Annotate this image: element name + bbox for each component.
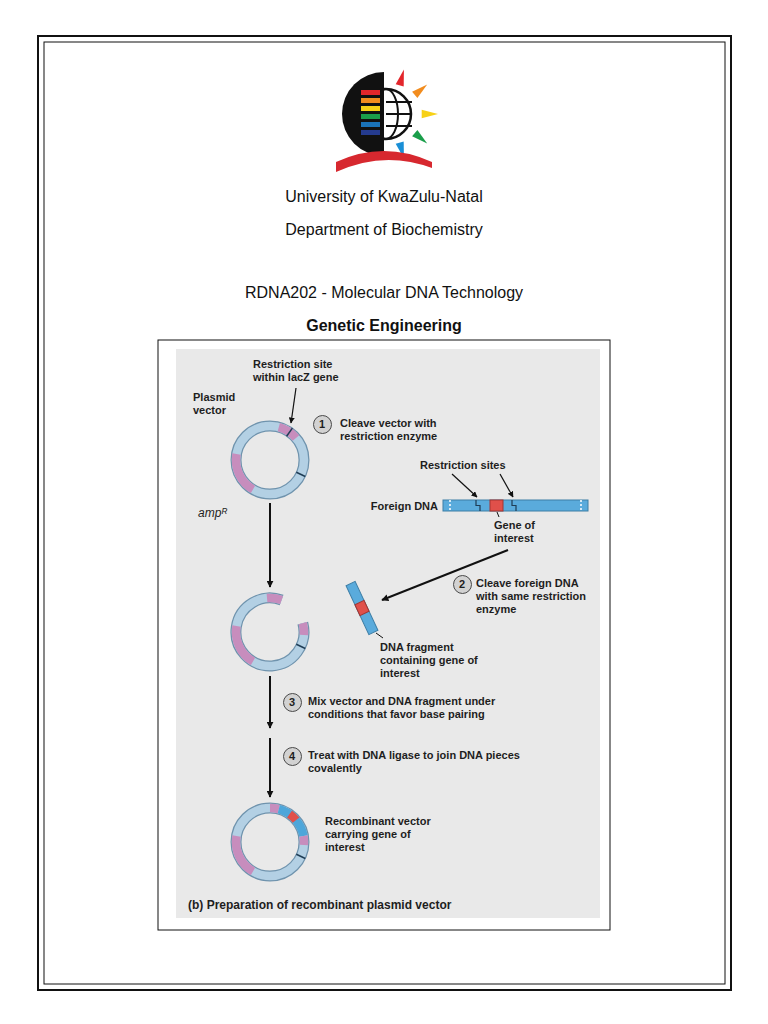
amp-resistance-segment: [236, 454, 253, 489]
leader-arrow: [452, 474, 477, 497]
logo-globe: [384, 89, 412, 139]
part-label: Recombinant vector carrying gene of inte…: [325, 815, 449, 854]
callout-number: 3: [289, 697, 295, 708]
lacz-segment: [299, 836, 308, 845]
globe-parallel: [386, 125, 412, 127]
plasmid-ring-outline: [236, 808, 304, 876]
logo-ray: [422, 110, 438, 118]
fragment-gene: [355, 600, 369, 615]
globe-outline: [384, 89, 411, 139]
insert-segment: [279, 809, 304, 836]
university-logo: [336, 70, 438, 172]
logo-stripe: [361, 98, 380, 103]
leader-line: [497, 512, 499, 517]
gene-segment: [490, 500, 503, 511]
callout-number: 4: [289, 751, 295, 762]
step-number-circle: 4: [283, 747, 302, 766]
dna-break: [580, 500, 582, 511]
figure-caption: (b) Preparation of recombinant plasmid v…: [188, 898, 588, 912]
leader-arrow: [291, 388, 296, 423]
lacz-segment: [267, 598, 282, 600]
ring-tick: [296, 644, 305, 648]
lacz-segment: [279, 427, 296, 438]
logo-half-disc: [342, 72, 384, 156]
step-text: Treat with DNA ligase to join DNA pieces…: [308, 749, 538, 775]
part-label: DNA fragment containing gene of interest: [380, 641, 488, 680]
logo-ray: [412, 84, 427, 98]
part-label: Foreign DNA: [358, 500, 438, 513]
department-name: Department of Biochemistry: [0, 220, 768, 240]
callout-number: 1: [319, 419, 325, 430]
logo-stripe: [361, 130, 380, 135]
logo-stripe: [361, 122, 380, 127]
process-arrow: [269, 676, 271, 728]
dna-band: [443, 500, 588, 511]
fragment-band: [346, 581, 378, 634]
outer-border: [38, 36, 731, 990]
logo-ribbon: [336, 151, 432, 172]
document-title: Genetic Engineering: [0, 316, 768, 336]
plasmid-ring-outline: [236, 598, 304, 666]
restriction-site-mark: [287, 428, 293, 436]
step-text: Cleave foreign DNA with same restriction…: [476, 577, 590, 616]
figure-frame: [158, 340, 610, 930]
step-text: Cleave vector with restriction enzyme: [340, 417, 462, 443]
foreign-dna: [443, 500, 588, 511]
leader-arrow: [500, 474, 513, 497]
recombinant-plasmid: [236, 808, 305, 876]
globe-parallel: [386, 113, 412, 115]
restriction-site-mark: [476, 500, 480, 511]
logo-stripe: [361, 106, 380, 111]
logo-stripe: [361, 114, 380, 119]
university-name: University of KwaZulu-Natal: [0, 187, 768, 207]
plasmid-ring-outline: [236, 426, 304, 494]
gene-label: ampᴿ: [198, 506, 242, 520]
dna-fragment: [346, 581, 378, 634]
step-text: Mix vector and DNA fragment under condit…: [308, 695, 538, 721]
ring-tick: [296, 472, 305, 476]
plasmid-ring: [236, 598, 304, 666]
inner-border: [44, 42, 725, 984]
figure-panel: [176, 349, 600, 918]
step-number-circle: 1: [313, 415, 332, 434]
plasmid-ring: [236, 808, 304, 876]
cut-plasmid: [236, 598, 305, 666]
process-arrow: [269, 738, 271, 797]
amp-resistance-segment: [236, 626, 253, 661]
part-label: Gene of interest: [494, 519, 548, 545]
plasmid-ring: [236, 426, 304, 494]
logo-ray: [412, 130, 427, 144]
page-border: [38, 36, 731, 990]
step-number-circle: 2: [453, 575, 472, 594]
callout-number: 2: [459, 579, 465, 590]
lacz-segment: [303, 623, 304, 635]
part-label: Restriction site within lacZ gene: [253, 358, 363, 384]
course-name: RDNA202 - Molecular DNA Technology: [0, 283, 768, 303]
logo-stripe: [361, 90, 380, 95]
process-arrow: [269, 503, 271, 587]
plasmid-vector: [236, 426, 305, 494]
step-number-circle: 3: [283, 693, 302, 712]
restriction-site-mark: [512, 500, 516, 511]
amp-resistance-segment: [236, 836, 253, 871]
lacz-segment: [270, 808, 279, 809]
globe-parallel: [386, 101, 412, 103]
logo-ray: [396, 70, 404, 87]
part-label: Restriction sites: [420, 459, 542, 472]
leader-line: [376, 633, 383, 638]
dna-break: [449, 500, 451, 511]
ring-tick: [296, 854, 305, 858]
insert-gene: [290, 814, 297, 820]
part-label: Plasmid vector: [193, 391, 247, 417]
